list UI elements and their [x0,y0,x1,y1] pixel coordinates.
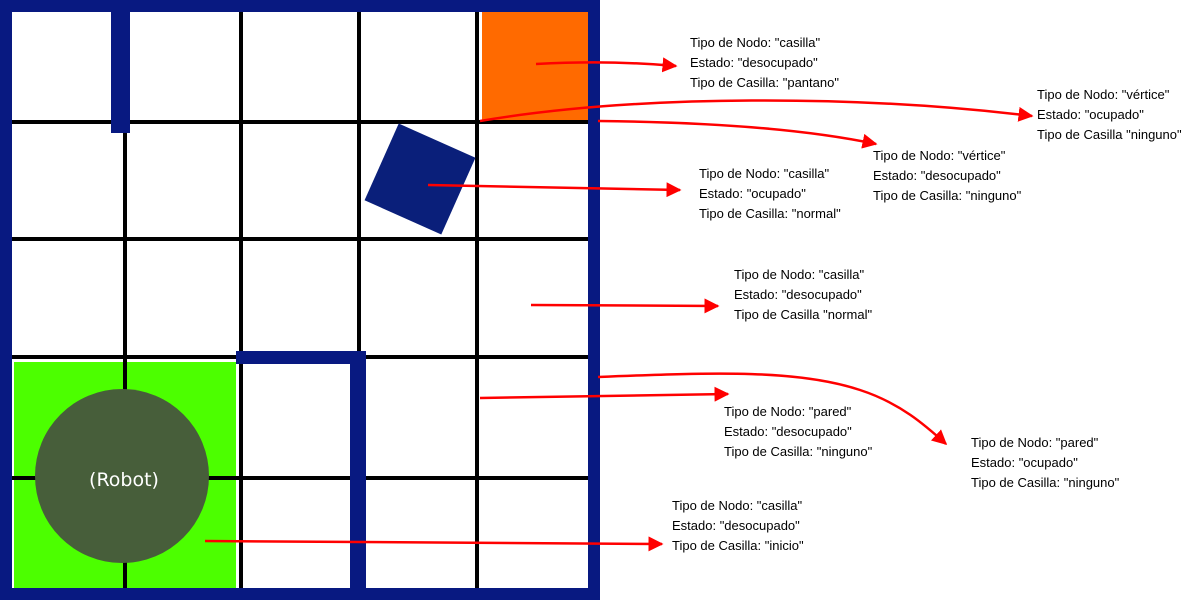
annotation-line: Tipo de Casilla: "normal" [699,206,841,221]
annotation-normal-cell: Tipo de Nodo: "casilla" Estado: "desocup… [734,265,872,325]
wall-horizontal [236,351,366,364]
annotation-arrows [204,57,1034,552]
annotation-line: Estado: "desocupado" [734,287,862,302]
annotation-line: Estado: "ocupado" [1037,107,1144,122]
map-border [0,0,600,600]
annotation-line: Estado: "desocupado" [873,168,1001,183]
wall-vertical [350,351,366,591]
annotation-occupied-cell: Tipo de Nodo: "casilla" Estado: "ocupado… [699,164,841,224]
annotation-line: Tipo de Nodo: "casilla" [734,267,865,282]
annotation-line: Estado: "ocupado" [971,455,1078,470]
arrow-vertex-occupied [479,99,1034,123]
robot [35,389,209,563]
annotation-line: Tipo de Nodo: "casilla" [690,35,821,50]
annotation-start-cell: Tipo de Nodo: "casilla" Estado: "desocup… [672,496,804,556]
arrow-normal-cell [530,298,720,314]
arrow-start-cell [204,536,664,552]
annotation-line: Estado: "desocupado" [724,424,852,439]
annotation-line: Tipo de Casilla "ninguno" [1037,127,1182,142]
annotation-line: Tipo de Casilla: "inicio" [672,538,804,553]
robot-label: (Robot) [89,469,159,491]
annotation-vertex-free: Tipo de Nodo: "vértice" Estado: "desocup… [873,146,1021,206]
obstacle-square [364,123,476,235]
arrow-occupied-cell [427,182,682,198]
annotation-line: Estado: "ocupado" [699,186,806,201]
arrow-wall-free [479,386,730,402]
annotation-wall-occupied: Tipo de Nodo: "pared" Estado: "ocupado" … [971,433,1119,493]
annotation-line: Estado: "desocupado" [672,518,800,533]
annotation-wall-free: Tipo de Nodo: "pared" Estado: "desocupad… [724,402,872,462]
arrow-wall-occupied [597,372,948,446]
annotation-line: Tipo de Casilla: "ninguno" [724,444,873,459]
annotation-line: Tipo de Casilla "normal" [734,307,873,322]
swamp-cell [482,12,590,120]
annotation-line: Tipo de Nodo: "pared" [971,435,1099,450]
annotation-line: Tipo de Nodo: "casilla" [672,498,803,513]
annotation-line: Tipo de Casilla: "ninguno" [873,188,1022,203]
annotation-swamp-cell: Tipo de Nodo: "casilla" Estado: "desocup… [690,33,839,93]
arrow-vertex-free [597,119,878,149]
annotation-line: Tipo de Nodo: "casilla" [699,166,830,181]
annotation-line: Tipo de Nodo: "vértice" [873,148,1006,163]
annotation-vertex-occupied: Tipo de Nodo: "vértice" Estado: "ocupado… [1037,85,1182,145]
annotation-line: Tipo de Nodo: "pared" [724,404,852,419]
arrow-swamp [535,57,678,73]
annotation-line: Estado: "desocupado" [690,55,818,70]
top-wall [111,6,130,133]
annotation-line: Tipo de Nodo: "vértice" [1037,87,1170,102]
annotation-line: Tipo de Casilla: "ninguno" [971,475,1120,490]
annotation-line: Tipo de Casilla: "pantano" [690,75,839,90]
